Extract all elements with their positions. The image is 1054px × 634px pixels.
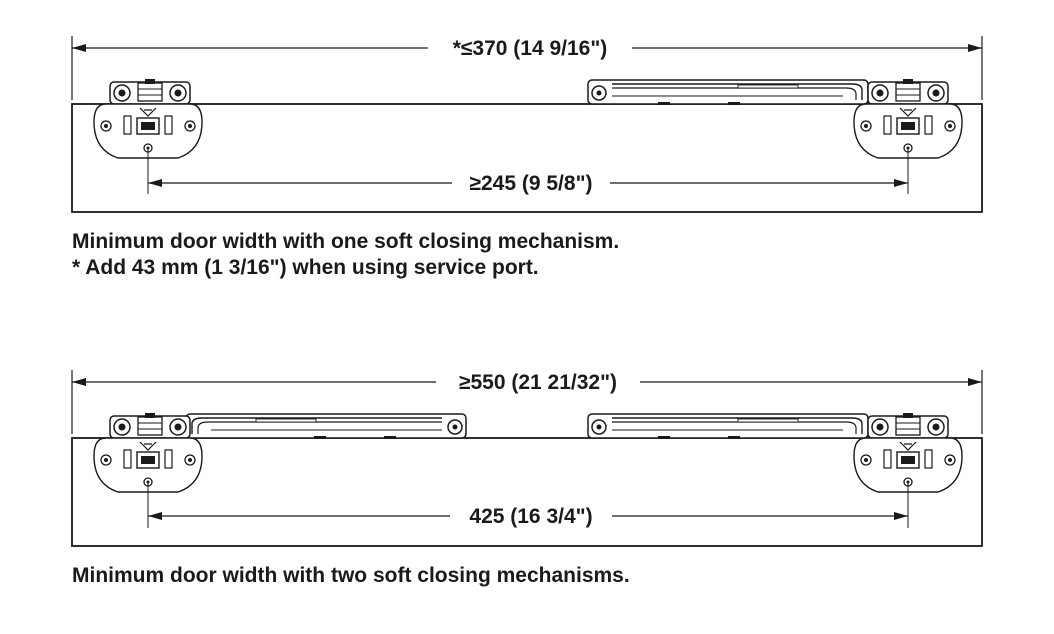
roller-carriage-left [109, 412, 191, 439]
dimension-label-overall: *≤370 (14 9/16") [453, 37, 608, 60]
roller-carriage-right [867, 78, 949, 105]
door-panel [71, 103, 983, 213]
dimension-label-overall: ≥550 (21 21/32") [459, 371, 617, 394]
roller-carriage-right [867, 412, 949, 439]
caption-two-mechanisms: Minimum door width with two soft closing… [72, 563, 630, 589]
diagram-one-mechanism: *≤370 (14 9/16") ≥245 (9 5/8") [71, 36, 983, 213]
door-panel [71, 437, 983, 547]
caption-line-1: Minimum door width with one soft closing… [72, 230, 620, 253]
diagram-two-mechanisms: ≥550 (21 21/32") 425 (16 3/4") [71, 370, 983, 547]
soft-close-mechanism [587, 79, 869, 106]
dimension-label-inner: ≥245 (9 5/8") [469, 172, 592, 195]
dimension-label-inner: 425 (16 3/4") [469, 505, 592, 528]
soft-close-mechanism-left [185, 413, 467, 440]
caption-one-mechanism: Minimum door width with one soft closing… [72, 229, 619, 281]
soft-close-mechanism-right [587, 413, 869, 440]
roller-carriage-left [109, 78, 191, 105]
caption-line-2: * Add 43 mm (1 3/16") when using service… [72, 256, 539, 279]
caption-line-1: Minimum door width with two soft closing… [72, 564, 630, 587]
